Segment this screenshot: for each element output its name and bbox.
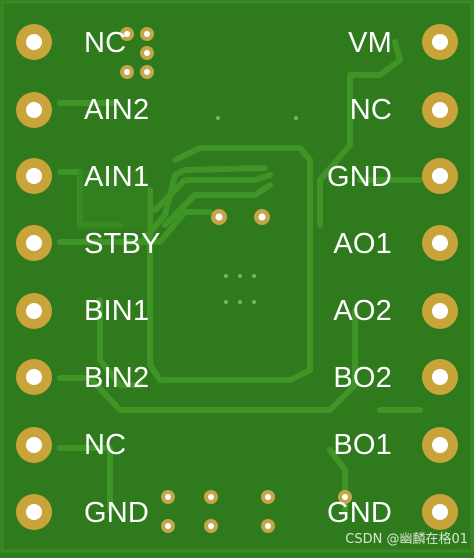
pin-label-right-8: GND [326, 497, 392, 529]
right-header-pads [422, 24, 458, 530]
pin-label-left-2: AIN2 [84, 94, 150, 126]
micro-via [224, 274, 228, 278]
pin-label-left-1: NC [84, 27, 127, 59]
left-pad-8-hole [26, 504, 42, 520]
right-pad-8-hole [432, 504, 448, 520]
via-cluster-bottom [161, 490, 352, 533]
left-pad-3-hole [26, 168, 42, 184]
pin-label-right-3: GND [326, 161, 392, 193]
pin-label-right-6: BO2 [333, 362, 392, 394]
pin-label-left-8: GND [84, 497, 150, 529]
trace-nc-bottom [57, 445, 113, 513]
left-pad-4-hole [26, 235, 42, 251]
via-hole [165, 523, 171, 529]
left-header-pads [16, 24, 52, 530]
copper-pour [78, 170, 148, 230]
right-pad-3-hole [432, 168, 448, 184]
via-hole [144, 69, 150, 75]
via-hole [124, 69, 130, 75]
via-hole [144, 50, 150, 56]
watermark-text: CSDN @幽麟在格01 [345, 532, 468, 547]
pin-label-right-5: AO2 [333, 295, 392, 327]
via-hole [342, 494, 348, 500]
trace-vm [317, 39, 403, 228]
trace-bin1 [97, 297, 143, 388]
via-hole [124, 31, 130, 37]
trace-stby [57, 209, 213, 245]
trace-bin2 [57, 307, 358, 413]
micro-via [216, 116, 220, 120]
micro-via [238, 300, 242, 304]
pin-label-right-2: NC [349, 94, 392, 126]
left-pad-6-hole [26, 369, 42, 385]
pin-label-left-4: STBY [84, 228, 161, 260]
copper-traces [57, 39, 423, 513]
via-hole [258, 213, 266, 221]
left-pad-5-hole [26, 303, 42, 319]
pin-label-right-7: BO1 [333, 429, 392, 461]
via-hole [208, 523, 214, 529]
trace-inner-2 [162, 182, 273, 228]
via-hole [165, 494, 171, 500]
left-pad-7-hole [26, 437, 42, 453]
via-hole [215, 213, 223, 221]
right-pad-6-hole [432, 369, 448, 385]
pin-label-left-5: BIN1 [84, 295, 150, 327]
via-cluster-top [120, 27, 154, 79]
micro-via [294, 116, 298, 120]
pin-label-left-7: NC [84, 429, 127, 461]
right-pad-7-hole [432, 437, 448, 453]
micro-via [252, 274, 256, 278]
pin-label-right-1: VM [348, 27, 392, 59]
trace-loop-center [147, 145, 313, 383]
right-pad-2-hole [432, 102, 448, 118]
micro-via [252, 300, 256, 304]
via-hole [265, 494, 271, 500]
right-pad-1-hole [432, 34, 448, 50]
micro-via [224, 300, 228, 304]
pin-label-left-3: AIN1 [84, 161, 150, 193]
trace-inner-3 [142, 165, 268, 241]
micro-via [238, 274, 242, 278]
right-pad-5-hole [432, 303, 448, 319]
pin-label-right-4: AO1 [333, 228, 392, 260]
left-pad-1-hole [26, 34, 42, 50]
via-hole [144, 31, 150, 37]
right-pad-4-hole [432, 235, 448, 251]
left-pad-2-hole [26, 102, 42, 118]
via-cluster-center [211, 116, 298, 304]
via-hole [265, 523, 271, 529]
pin-label-left-6: BIN2 [84, 362, 150, 394]
via-hole [208, 494, 214, 500]
